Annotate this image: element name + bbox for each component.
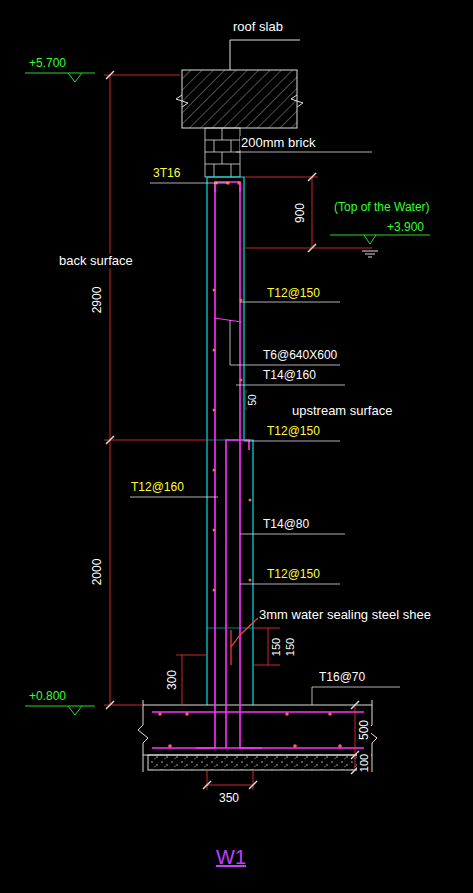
callout-label: roof slab	[232, 20, 284, 34]
footing	[138, 700, 377, 772]
callout-label: 3T16	[152, 166, 181, 180]
dimension-text: 150	[269, 637, 283, 657]
roof-slab	[176, 40, 303, 128]
dimension-text: 2000	[90, 558, 104, 587]
callout-label: 200mm brick	[240, 136, 316, 150]
dimension-text: 900	[293, 202, 307, 224]
leader-lines	[130, 183, 400, 705]
callout-label: +0.800	[28, 689, 67, 703]
callout-label: 350	[218, 791, 240, 805]
callout-label: T12@150	[266, 424, 321, 438]
callout-label: T12@150	[266, 567, 321, 581]
dimension-text: 2900	[90, 286, 104, 315]
callout-label: T14@80	[262, 517, 310, 531]
dimension-text: 150	[283, 637, 297, 657]
callout-label: T12@160	[130, 480, 185, 494]
brick-wall	[205, 128, 372, 177]
callout-label: upstream surface	[291, 404, 393, 418]
callout-label: T12@150	[266, 286, 321, 300]
drawing-title: W1	[214, 846, 248, 868]
rebar	[152, 182, 364, 748]
callout-label: T14@160	[262, 368, 317, 382]
callout-label: (Top of the Water)	[333, 200, 431, 214]
water-level-symbol	[362, 251, 378, 257]
dimension-text: 100	[357, 753, 371, 773]
callout-label: back surface	[58, 254, 134, 268]
callout-label: 3mm water sealing steel shee	[258, 608, 432, 622]
dimension-text: 300	[165, 669, 179, 691]
callout-label: T6@640X600	[262, 348, 338, 362]
dimension-text: 50	[246, 393, 260, 406]
callout-label: T16@70	[318, 670, 366, 684]
dimension-lines	[104, 75, 372, 790]
dimension-text: 500	[357, 719, 371, 741]
callout-label: +5.700	[28, 56, 67, 70]
rebar-dots	[158, 181, 342, 748]
water-stop-plate	[231, 618, 258, 665]
callout-label: +3.900	[386, 220, 425, 234]
